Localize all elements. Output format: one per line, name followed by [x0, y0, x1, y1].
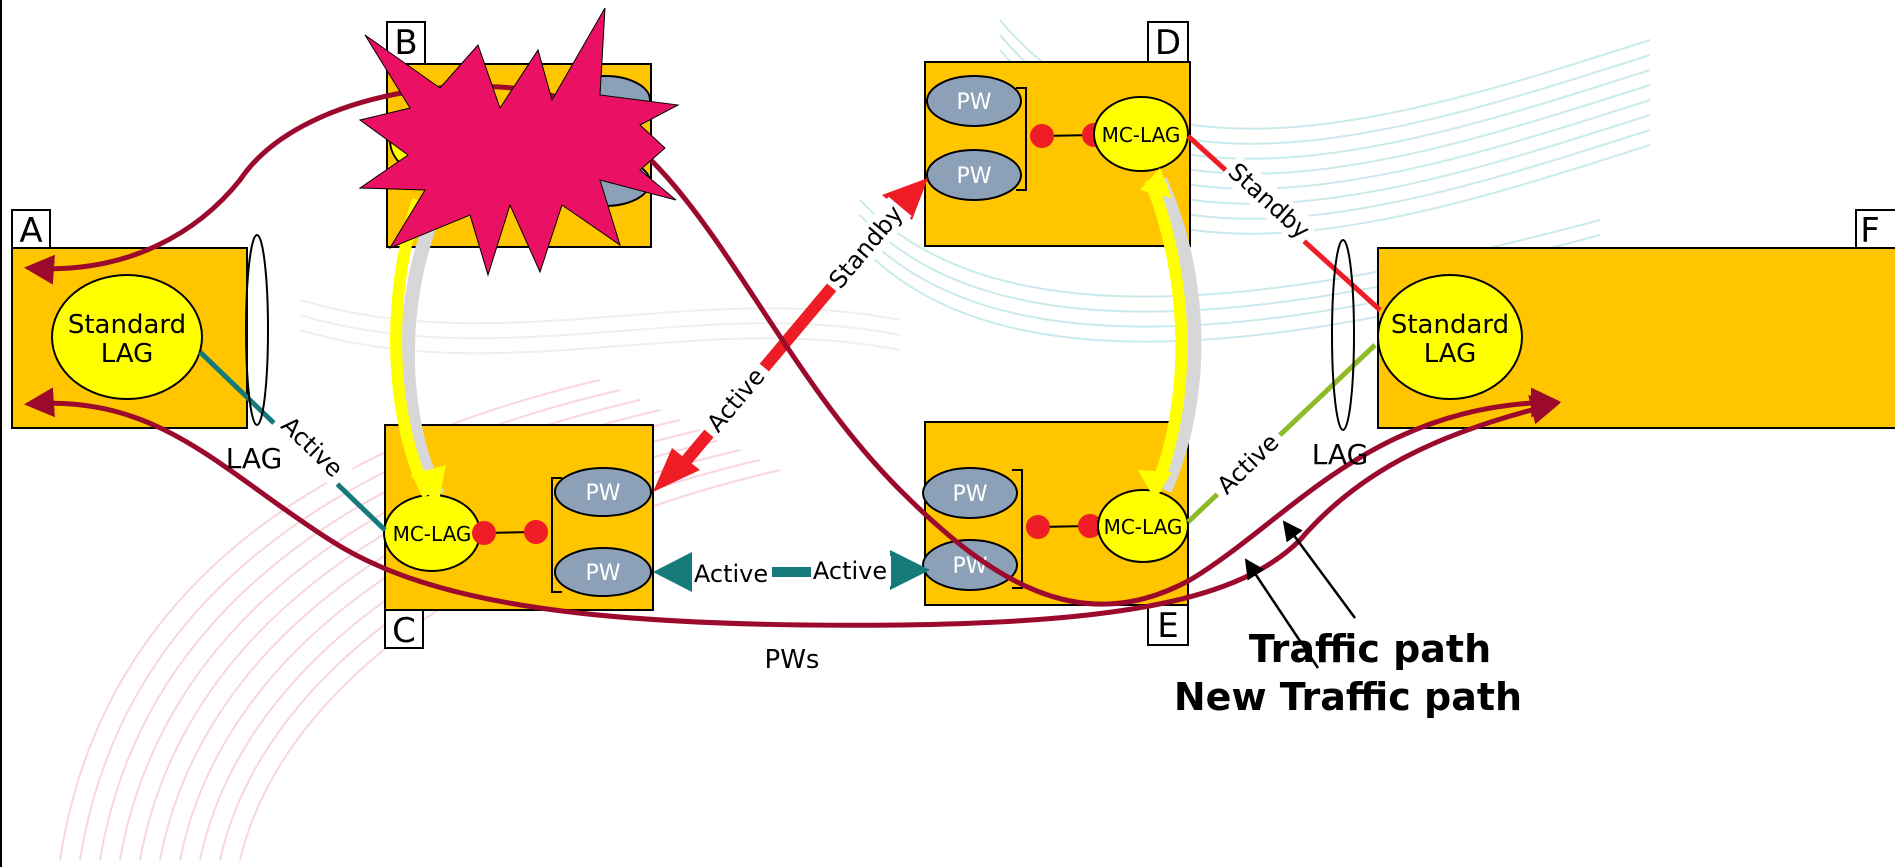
- mclag-c-label: MC-LAG: [393, 522, 472, 546]
- connector-dot: [1026, 515, 1050, 539]
- pw-bracket: [551, 477, 562, 593]
- legend-pointer-new-traffic: [1244, 558, 1320, 669]
- failure-burst-icon: [358, 7, 680, 277]
- traffic-path-new: [24, 387, 1561, 628]
- edge-label-active-e-f: Active: [1206, 423, 1290, 505]
- pw-d-bottom-label: PW: [956, 164, 991, 189]
- connector-dot: [1078, 514, 1102, 538]
- active-pw-c-label: Active: [694, 560, 768, 588]
- active-e-f-label: Active: [1212, 428, 1285, 500]
- standard-lag-a-line2: LAG: [101, 339, 154, 369]
- pw-bracket: [1016, 87, 1027, 191]
- traffic-path-old: [24, 83, 1561, 607]
- mclag-d: [1093, 96, 1189, 172]
- node-a-letter: A: [19, 211, 42, 251]
- lag-label-left: LAG: [226, 442, 283, 475]
- mclag-d-label: MC-LAG: [1102, 123, 1181, 147]
- pw-e-top-label: PW: [952, 482, 987, 507]
- edge-label-active-pw-c: Active: [692, 559, 772, 589]
- lag-oval-right: [1331, 239, 1355, 431]
- legend-traffic-path: Traffic path: [1249, 627, 1491, 671]
- active-c-d-label: Active: [701, 363, 770, 438]
- active-a-c-label: Active: [276, 411, 349, 483]
- standard-lag-a-line1: Standard: [68, 310, 186, 340]
- pw-d-top: [926, 75, 1022, 127]
- node-f-tag: [1855, 209, 1895, 249]
- node-c-tag: [384, 609, 424, 649]
- pw-e-bottom-label: PW: [952, 554, 987, 579]
- mclag-e: [1097, 489, 1189, 563]
- node-e-letter: E: [1157, 606, 1178, 646]
- node-f: F Standard LAG: [1377, 209, 1895, 429]
- pw-d-top-label: PW: [956, 90, 991, 115]
- mclag-e-label: MC-LAG: [1104, 515, 1183, 539]
- connector-dot: [524, 520, 548, 544]
- standard-lag-f-line2: LAG: [1424, 339, 1477, 369]
- node-d: D PW PW MC-LAG: [924, 21, 1191, 247]
- lag-oval-left: [245, 234, 269, 426]
- node-a-tag: [11, 209, 51, 249]
- pw-e-top: [922, 467, 1018, 519]
- pw-c-top: [554, 467, 652, 517]
- node-c-letter: C: [392, 611, 416, 651]
- node-b-letter: B: [394, 23, 417, 63]
- lag-label-right: LAG: [1312, 438, 1369, 471]
- node-e-tag: [1147, 604, 1189, 646]
- pw-d-bottom: [926, 149, 1022, 201]
- legend-new-traffic-path: New Traffic path: [1174, 675, 1522, 719]
- node-a: A Standard LAG: [11, 209, 248, 429]
- pws-label: PWs: [765, 645, 820, 675]
- connector-dot: [472, 521, 496, 545]
- node-c: C MC-LAG PW PW: [383, 424, 654, 651]
- pw-c-bottom-label: PW: [585, 561, 620, 586]
- edge-label-active-pw-e: Active: [811, 556, 891, 586]
- active-pw-e-label: Active: [813, 557, 887, 585]
- node-d-tag: [1147, 21, 1189, 63]
- node-f-letter: F: [1860, 211, 1880, 251]
- pw-c-bottom: [554, 547, 652, 597]
- standard-lag-f-line1: Standard: [1391, 310, 1509, 340]
- node-e: E PW PW MC-LAG: [922, 421, 1189, 646]
- connector-dot: [1030, 124, 1054, 148]
- node-d-letter: D: [1155, 23, 1181, 63]
- pw-e-bottom: [922, 539, 1018, 591]
- pw-c-top-label: PW: [585, 481, 620, 506]
- edge-label-active-a-c: Active: [269, 405, 355, 489]
- legend-pointer-traffic: [1282, 520, 1357, 619]
- pw-bracket: [1012, 469, 1023, 589]
- edge-label-active-c-d: Active: [696, 357, 776, 443]
